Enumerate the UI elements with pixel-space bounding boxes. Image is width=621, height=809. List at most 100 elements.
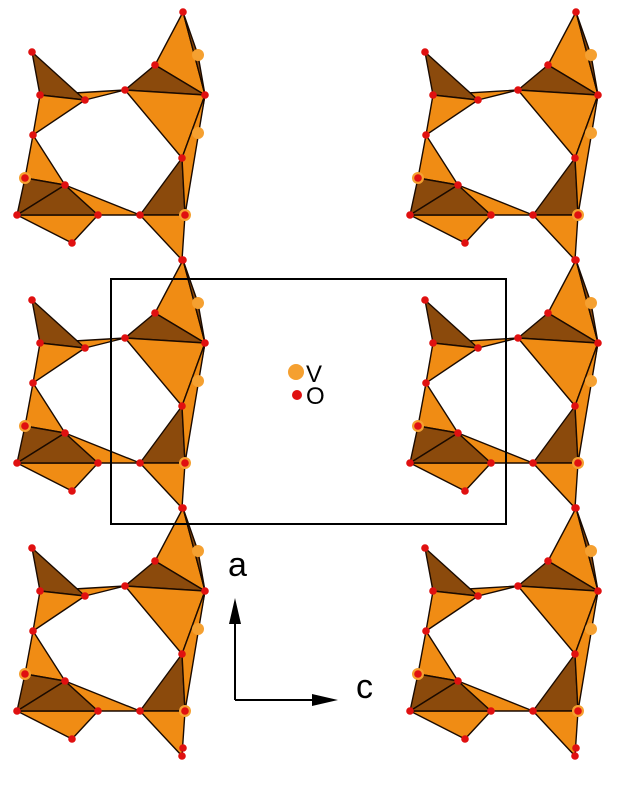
oxygen-atom [461,735,469,743]
oxygen-atom [594,587,602,595]
oxygen-atom [529,211,537,219]
tetrahedron-face-left [181,342,206,464]
tetrahedron-face-right [417,382,459,434]
tetrahedron-face-left [181,590,206,712]
oxygen-atom [571,752,579,760]
oxygen-atom [529,707,537,715]
tetrahedron-face-right [425,342,479,384]
oxygen-atom [422,379,430,387]
oxygen-atom [421,544,429,552]
tetrahedron-face-left [64,432,141,464]
oxygen-atom [81,96,89,104]
tetrahedron-face-right [532,405,579,464]
oxygen-atom [429,587,437,595]
tetrahedron-face-right [425,94,479,136]
oxygen-atom [421,48,429,56]
tetrahedron-face-left [139,710,186,757]
oxygen-atom [414,174,422,182]
oxygen-atom [429,339,437,347]
axis-c-label: c [356,668,373,706]
oxygen-atom [28,544,36,552]
oxygen-atom [179,744,187,752]
oxygen-atom [68,239,76,247]
oxygen-atom [36,587,44,595]
oxygen-atom [574,211,582,219]
oxygen-atom [201,91,209,99]
tetrahedron-face-right [574,94,599,216]
oxygen-atom [572,256,580,264]
tetrahedron-face-right [409,462,492,492]
oxygen-atom [461,239,469,247]
oxygen-atom [454,677,462,685]
polyhedra-chain-left [13,8,209,760]
oxygen-atom [474,96,482,104]
oxygen-atom [544,557,552,565]
tetrahedron-face-right [457,184,534,216]
oxygen-atom [571,154,579,162]
oxygen-atom [474,592,482,600]
oxygen-atom [178,752,186,760]
oxygen-atom [13,211,21,219]
oxygen-atom [136,459,144,467]
tetrahedron-face-left [24,382,66,434]
tetrahedron-face-right [425,590,479,632]
oxygen-atom [28,296,36,304]
oxygen-atom [594,91,602,99]
tetrahedron-face-left [24,134,66,186]
oxygen-atom [178,154,186,162]
oxygen-atom [136,211,144,219]
oxygen-atom [181,459,189,467]
oxygen-atom [574,459,582,467]
oxygen-atom [36,91,44,99]
oxygen-atom [544,61,552,69]
vanadium-atom [585,127,597,139]
oxygen-atom [81,592,89,600]
legend: V O [288,361,325,410]
oxygen-atom [121,582,129,590]
oxygen-atom [178,650,186,658]
oxygen-atom [21,422,29,430]
oxygen-atom [21,174,29,182]
oxygen-atom [61,677,69,685]
oxygen-atom [61,429,69,437]
oxygen-atom [487,707,495,715]
oxygen-atom [487,211,495,219]
oxygen-atom [421,296,429,304]
oxygen-atom [572,8,580,16]
axis-a-label: a [228,546,247,584]
legend-v-ball [288,364,304,380]
oxygen-atom [94,707,102,715]
oxygen-atom [422,627,430,635]
vanadium-atom [585,623,597,635]
vanadium-atom [192,127,204,139]
oxygen-atom [406,211,414,219]
oxygen-atom [572,504,580,512]
oxygen-atom [29,379,37,387]
oxygen-atom [121,334,129,342]
oxygen-atom [487,459,495,467]
oxygen-atom [514,582,522,590]
tetrahedron-face-right [417,134,459,186]
oxygen-atom [571,402,579,410]
unit-cell-box [110,278,507,525]
oxygen-atom [571,650,579,658]
tetrahedron-face-left [16,214,99,244]
oxygen-atom [406,707,414,715]
oxygen-atom [414,670,422,678]
vanadium-atom [192,49,204,61]
oxygen-atom [414,422,422,430]
tetrahedron-face-left [32,94,86,136]
oxygen-atom [151,309,159,317]
oxygen-atom [136,707,144,715]
oxygen-atom [181,211,189,219]
oxygen-atom [61,181,69,189]
oxygen-atom [201,587,209,595]
oxygen-atom [514,334,522,342]
tetrahedron-face-right [409,710,492,740]
oxygen-atom [544,309,552,317]
oxygen-atom [151,557,159,565]
oxygen-atom [594,339,602,347]
oxygen-atom [474,344,482,352]
oxygen-atom [13,707,21,715]
